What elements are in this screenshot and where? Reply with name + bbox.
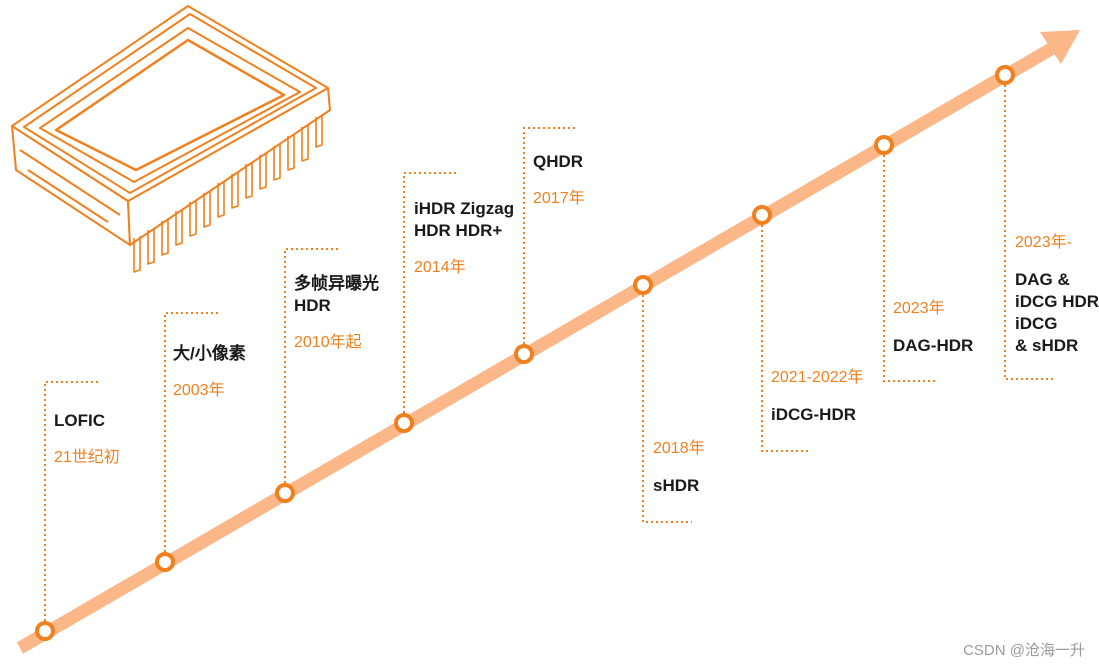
milestone-label: iHDR Zigzag HDR HDR+ 2014年 xyxy=(414,198,514,278)
milestone-node xyxy=(394,413,414,433)
timeline-arrowhead xyxy=(1040,30,1080,64)
image-sensor-chip-icon xyxy=(11,5,331,273)
milestone-node xyxy=(874,135,894,155)
milestone-label: LOFIC 21世纪初 xyxy=(54,410,120,468)
milestone-label: 2021-2022年 iDCG-HDR xyxy=(771,368,864,426)
milestone-title: DAG & iDCG HDR iDCG & sHDR xyxy=(1015,270,1099,355)
milestone-node xyxy=(633,275,653,295)
milestone-year: 2010年起 xyxy=(294,334,362,351)
milestone-label: 2023年 DAG-HDR xyxy=(893,299,973,357)
milestone-title: QHDR xyxy=(533,152,584,171)
milestone-label: 2018年 sHDR xyxy=(653,439,705,497)
milestone-connector xyxy=(883,155,935,382)
milestone-connector xyxy=(523,127,577,344)
milestone-node xyxy=(275,483,295,503)
milestone-year: 2017年 xyxy=(533,190,585,207)
milestone-year: 2003年 xyxy=(173,382,225,399)
milestone-title: 大/小像素 xyxy=(173,344,246,363)
milestone-connector xyxy=(403,172,457,413)
milestone-node xyxy=(35,621,55,641)
milestone-node xyxy=(752,205,772,225)
milestone-label: 大/小像素 2003年 xyxy=(173,343,246,401)
milestone-year: 2023年- xyxy=(1015,234,1072,251)
milestone-year: 21世纪初 xyxy=(54,449,120,466)
milestone-label: 2023年- DAG & iDCG HDR iDCG & sHDR xyxy=(1015,233,1099,357)
milestone-label: 多帧异曝光 HDR 2010年起 xyxy=(294,273,379,353)
milestone-year: 2021-2022年 xyxy=(771,369,864,386)
milestone-title: sHDR xyxy=(653,476,700,495)
milestone-title: LOFIC xyxy=(54,411,105,430)
milestone-year: 2014年 xyxy=(414,259,466,276)
milestone-node xyxy=(514,344,534,364)
milestone-title: iHDR Zigzag HDR HDR+ xyxy=(414,199,515,240)
milestone-connector xyxy=(642,295,692,523)
milestone-year: 2023年 xyxy=(893,300,945,317)
milestone-node xyxy=(155,552,175,572)
milestone-label: QHDR 2017年 xyxy=(533,151,585,209)
milestone-connector xyxy=(164,312,220,552)
milestone-node xyxy=(995,65,1015,85)
milestone-connector xyxy=(761,225,811,452)
milestone-title: iDCG-HDR xyxy=(771,405,856,424)
milestone-title: 多帧异曝光 HDR xyxy=(294,274,379,315)
milestone-year: 2018年 xyxy=(653,440,705,457)
milestone-title: DAG-HDR xyxy=(893,336,974,355)
watermark: CSDN @沧海一升 xyxy=(963,642,1085,659)
